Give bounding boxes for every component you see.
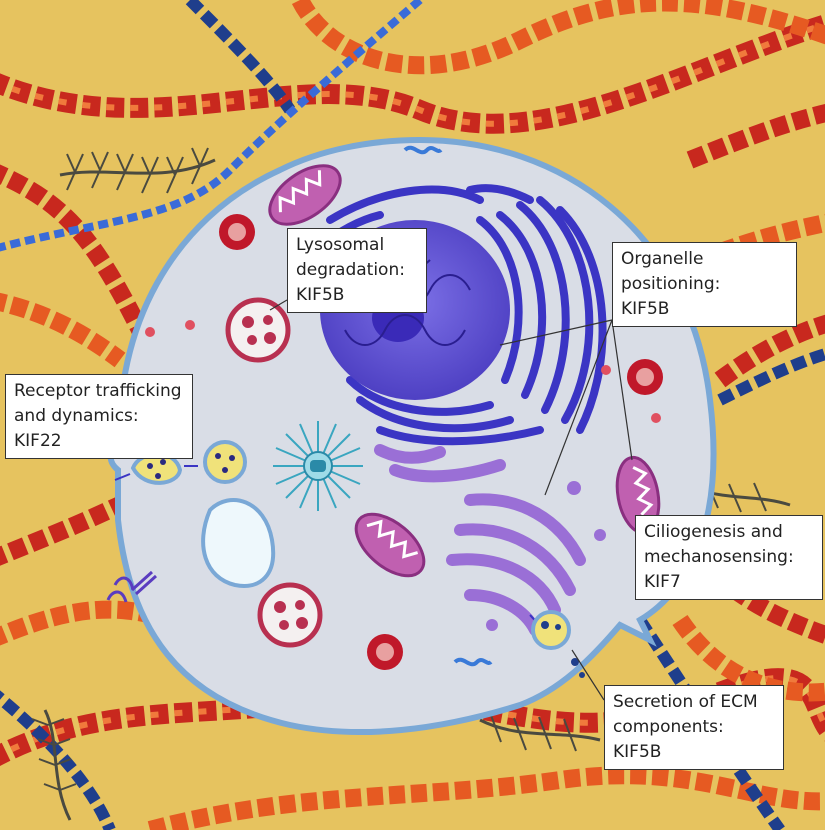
label-line: Secretion of ECM (613, 692, 758, 712)
collagen-fiber (696, 213, 825, 269)
filament (403, 145, 443, 155)
collagen-fiber (693, 553, 825, 645)
lysosome (257, 582, 323, 648)
secretory-vesicle-body (531, 610, 571, 650)
label-line: Organelle (621, 249, 704, 269)
leader-organelle-lyso (499, 319, 613, 346)
red-vesicle (367, 634, 403, 670)
label-ciliogenesis: Ciliogenesis and mechanosensing: KIF7 (635, 515, 823, 600)
endosome (203, 440, 247, 484)
fibronectin-fiber (0, 690, 116, 830)
label-lysosomal-degradation: Lysosomal degradation: KIF5B (287, 228, 427, 313)
small-vesicle (185, 320, 195, 330)
label-receptor-trafficking: Receptor trafficking and dynamics: KIF22 (5, 374, 193, 459)
label-line: mechanosensing: (644, 547, 794, 567)
lysosomes (145, 214, 663, 670)
label-line: Lysosomal (296, 235, 385, 255)
collagen-fiber (0, 491, 135, 566)
proteoglycan (479, 718, 601, 742)
label-line: positioning: (621, 274, 721, 294)
leader-secretion (571, 649, 605, 701)
leader-organelle-er (544, 319, 613, 496)
mitochondria (268, 164, 661, 578)
label-line: and dynamics: (14, 406, 139, 426)
small-vesicle (601, 365, 611, 375)
label-line: components: (613, 717, 724, 737)
fibronectin-fiber (185, 0, 295, 114)
label-secretion-ecm: Secretion of ECM components: KIF5B (604, 685, 784, 770)
label-line: KIF22 (14, 431, 62, 451)
collagen-fiber (686, 104, 825, 169)
leader-organelle-mito (611, 319, 633, 461)
filament (453, 657, 493, 667)
collagen-fiber (714, 314, 825, 388)
leader-lysosomal (269, 299, 288, 311)
collagen-fiber (291, 0, 825, 75)
label-line: KIF5B (613, 742, 662, 762)
proteoglycan (59, 158, 216, 177)
label-line: degradation: (296, 260, 405, 280)
collagen-fiber (147, 766, 825, 830)
leader-lines (269, 299, 640, 701)
label-line: KIF7 (644, 572, 681, 592)
endocytic-vesicles (114, 440, 247, 485)
collagen-fiber (0, 292, 126, 368)
red-vesicle (627, 359, 663, 395)
mitochondrion (354, 512, 426, 578)
secretory-vesicle (529, 610, 585, 678)
golgi-apparatus (374, 444, 606, 636)
label-line: KIF5B (296, 285, 345, 305)
red-vesicle (219, 214, 255, 250)
label-line: KIF5B (621, 299, 670, 319)
label-organelle-positioning: Organelle positioning: KIF5B (612, 242, 797, 327)
proteoglycan (43, 709, 72, 821)
fibronectin-fiber (717, 347, 825, 406)
vacuole (201, 498, 276, 588)
endoplasmic-reticulum (296, 184, 607, 446)
lysosome (225, 297, 291, 363)
label-line: Ciliogenesis and (644, 522, 783, 542)
collagen-fiber (672, 614, 825, 702)
label-line: Receptor trafficking (14, 381, 182, 401)
centrosome (273, 421, 363, 511)
collagen-fiber (0, 164, 149, 335)
small-vesicle (145, 327, 155, 337)
fibronectin-fiber (0, 0, 423, 252)
mitochondrion (268, 164, 342, 226)
small-vesicle (651, 413, 661, 423)
membrane-receptor (106, 570, 158, 603)
